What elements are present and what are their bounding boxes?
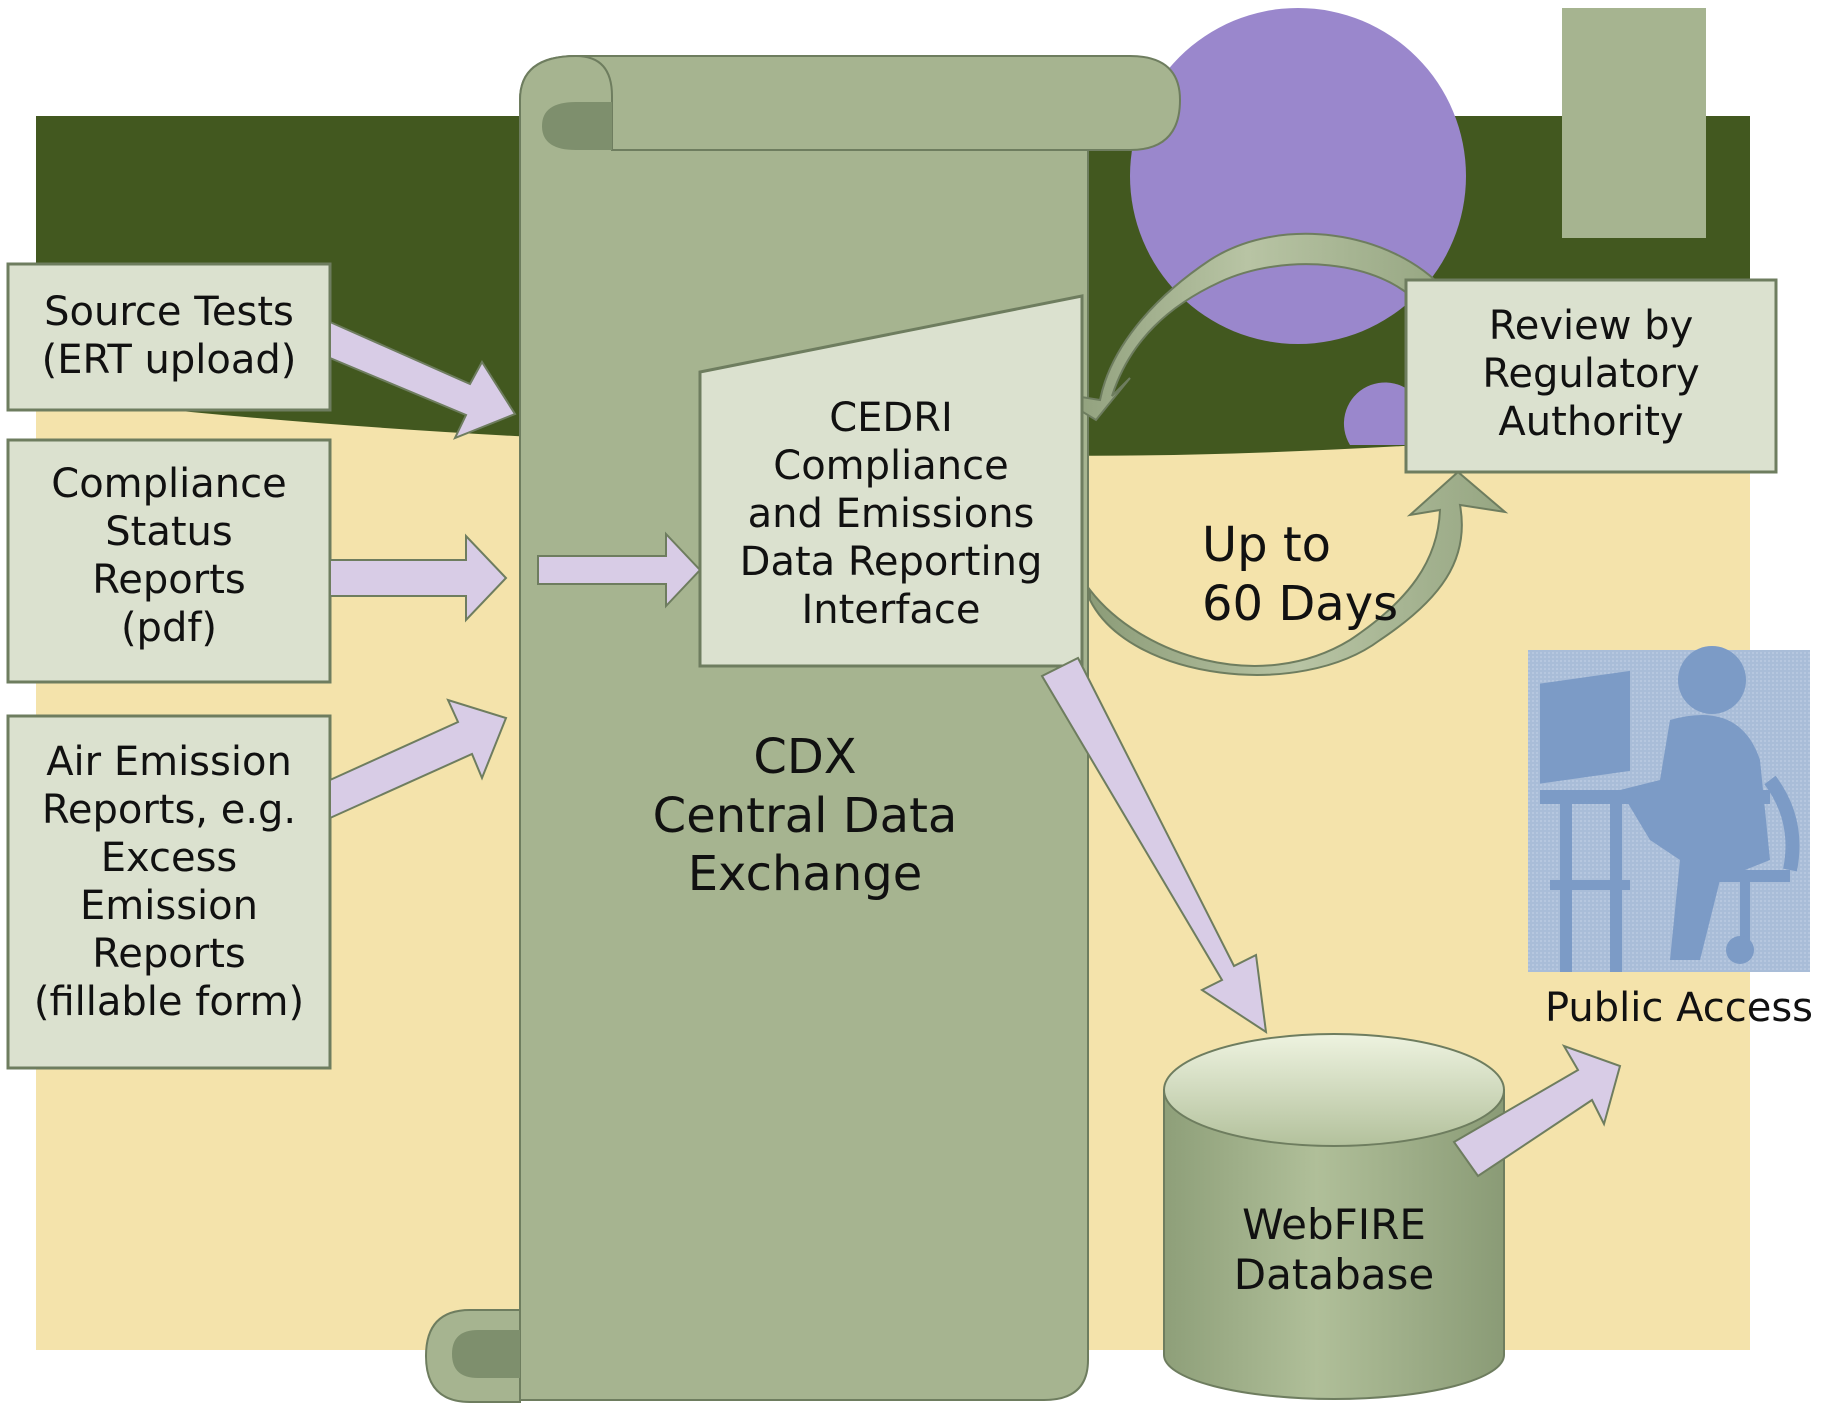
- arrow-air-emission-to-cdx: [329, 698, 508, 820]
- arrow-source-tests-to-cdx: [329, 320, 517, 440]
- database-label: WebFIRE Database: [1233, 1200, 1435, 1300]
- input-box-compliance-status: [6, 438, 332, 684]
- cdx-label: CDX Central Data Exchange: [652, 729, 958, 903]
- review-box: [1404, 278, 1778, 474]
- arrow-database-to-public: [1452, 1044, 1622, 1178]
- compliance-status-label: Compliance Status Reports (pdf): [51, 461, 287, 651]
- input-box-source-tests: [6, 262, 332, 412]
- scroll-top-roll: [542, 102, 612, 150]
- scroll-top-curl: [519, 55, 1182, 151]
- arrow-cdx-to-cedri: [537, 531, 702, 609]
- public-access-label: Public Access: [1544, 985, 1814, 1031]
- database-cylinder-top: [1163, 1033, 1505, 1147]
- arrow-compliance-to-cdx: [329, 533, 508, 623]
- database-cylinder-body: [1163, 1089, 1505, 1400]
- source-tests-label: Source Tests (ERT upload): [41, 289, 297, 383]
- arrow-cedri-to-database: [1040, 656, 1268, 1035]
- input-box-air-emission: [6, 714, 332, 1070]
- review-label: Review by Regulatory Authority: [1482, 303, 1700, 445]
- cycle-duration-label: Up to 60 Days: [1202, 517, 1399, 632]
- cedri-label: CEDRI Compliance and Emissions Data Repo…: [739, 395, 1043, 633]
- scroll-bottom-roll: [452, 1330, 520, 1378]
- purple-circle-small: [1343, 382, 1420, 445]
- sage-block-corner: [1562, 8, 1706, 238]
- person-at-computer-icon: [1528, 646, 1810, 972]
- air-emission-label: Air Emission Reports, e.g. Excess Emissi…: [33, 739, 305, 1025]
